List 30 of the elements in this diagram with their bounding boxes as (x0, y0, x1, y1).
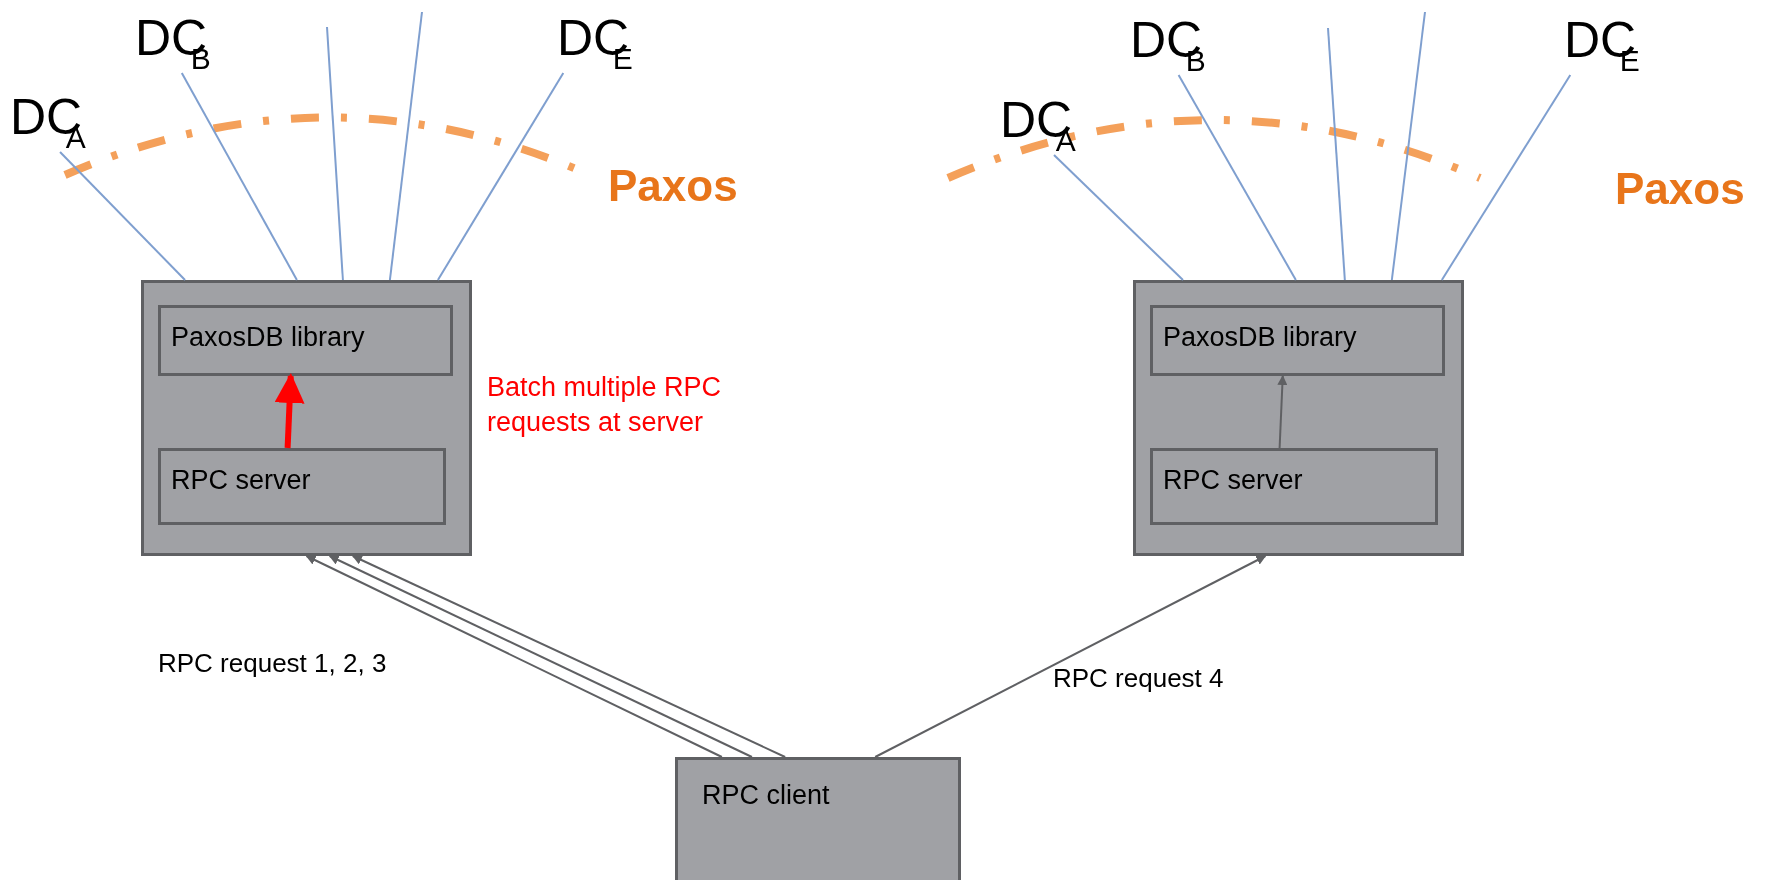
connector-line (1053, 154, 1184, 281)
protocol-label: Paxos (608, 160, 738, 212)
component-box (158, 305, 453, 376)
box-label: PaxosDB library (1163, 322, 1357, 353)
connector-line (436, 72, 565, 281)
server-box (1133, 280, 1464, 556)
annotation-text: Batch multiple RPC requests at server (487, 371, 723, 440)
arrow (1277, 375, 1288, 449)
connector-line (1390, 11, 1426, 281)
connector-line (1177, 74, 1297, 281)
component-box (675, 757, 961, 880)
component-box (1150, 448, 1438, 525)
box-label: PaxosDB library (171, 322, 365, 353)
box-label: RPC server (1163, 465, 1303, 496)
connector-line (180, 72, 298, 281)
protocol-label: Paxos (1615, 163, 1745, 215)
connector-line (1327, 27, 1346, 281)
box-label: RPC client (702, 780, 830, 811)
server-box (141, 280, 472, 556)
box-label: RPC server (171, 465, 311, 496)
arrow (274, 373, 305, 449)
connector-line (326, 26, 344, 281)
component-box (1150, 305, 1445, 376)
connector-line (388, 11, 423, 281)
request-label: RPC request 4 (1053, 663, 1224, 695)
connector-line (59, 151, 186, 281)
connector-line (1440, 74, 1572, 281)
request-label: RPC request 1, 2, 3 (158, 648, 387, 680)
component-box (158, 448, 446, 525)
arrow (874, 555, 1267, 758)
